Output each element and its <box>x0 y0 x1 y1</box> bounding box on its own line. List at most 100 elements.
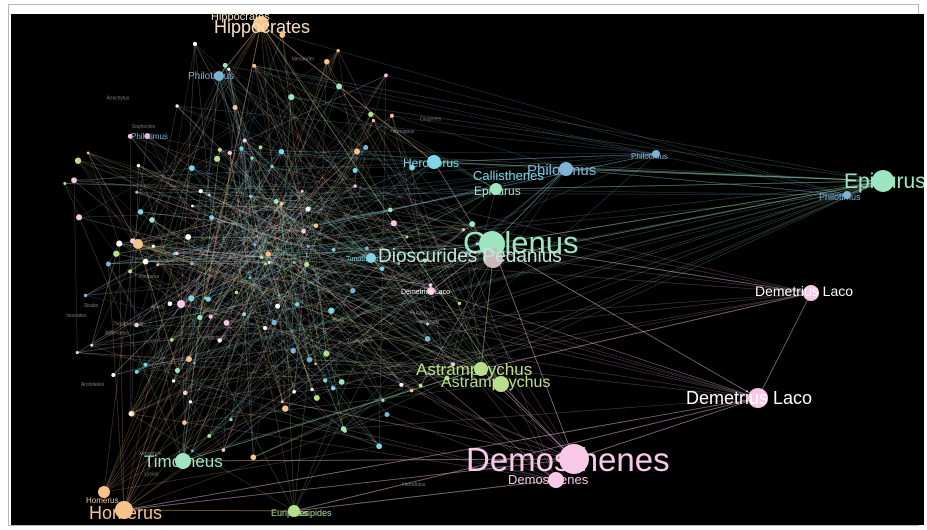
node-81[interactable] <box>273 199 279 204</box>
hub-node-20[interactable] <box>366 253 376 263</box>
node-9[interactable] <box>188 295 195 302</box>
node-88[interactable] <box>253 242 257 247</box>
node-91[interactable] <box>86 151 90 155</box>
node-37[interactable] <box>217 338 222 343</box>
node-6[interactable] <box>390 220 397 227</box>
node-146[interactable] <box>313 395 320 401</box>
node-39[interactable] <box>389 113 394 118</box>
node-72[interactable] <box>457 301 462 306</box>
node-8[interactable] <box>300 189 304 193</box>
node-29[interactable] <box>175 104 179 108</box>
node-77[interactable] <box>252 63 257 68</box>
node-52[interactable] <box>279 32 286 38</box>
hub-node-17[interactable] <box>115 501 133 519</box>
node-59[interactable] <box>198 189 203 194</box>
node-142[interactable] <box>128 269 133 274</box>
node-126[interactable] <box>371 118 376 123</box>
node-67[interactable] <box>451 362 456 367</box>
node-16[interactable] <box>250 454 257 461</box>
node-75[interactable] <box>239 146 244 151</box>
node-80[interactable] <box>75 351 79 355</box>
node-97[interactable] <box>192 41 198 47</box>
node-105[interactable] <box>340 426 347 432</box>
node-149[interactable] <box>175 251 179 256</box>
node-90[interactable] <box>134 322 139 328</box>
node-93[interactable] <box>209 215 215 221</box>
node-65[interactable] <box>292 389 296 394</box>
node-127[interactable] <box>232 105 238 111</box>
node-49[interactable] <box>381 398 385 402</box>
node-110[interactable] <box>368 111 374 118</box>
node-136[interactable] <box>149 217 155 223</box>
node-25[interactable] <box>207 193 211 197</box>
hub-node-7[interactable] <box>843 191 851 199</box>
node-100[interactable] <box>217 147 222 152</box>
node-34[interactable] <box>353 148 360 155</box>
node-131[interactable] <box>156 263 160 267</box>
node-85[interactable] <box>221 448 226 452</box>
hub-node-2[interactable] <box>427 155 441 169</box>
node-78[interactable] <box>323 378 328 383</box>
node-121[interactable] <box>76 214 83 221</box>
hub-node-23[interactable] <box>133 239 143 249</box>
node-22[interactable] <box>188 400 193 404</box>
node-60[interactable] <box>113 250 120 257</box>
node-20[interactable] <box>74 157 82 164</box>
node-83[interactable] <box>363 145 369 151</box>
node-44[interactable] <box>267 261 271 264</box>
node-61[interactable] <box>304 261 310 267</box>
node-139[interactable] <box>306 356 313 363</box>
hub-node-21[interactable] <box>427 287 435 295</box>
node-0[interactable] <box>387 207 393 213</box>
node-43[interactable] <box>305 206 311 212</box>
node-133[interactable] <box>278 148 285 155</box>
node-117[interactable] <box>135 190 139 194</box>
node-28[interactable] <box>172 252 176 256</box>
node-107[interactable] <box>182 390 188 396</box>
node-1[interactable] <box>136 163 141 168</box>
node-119[interactable] <box>465 251 469 255</box>
node-13[interactable] <box>127 133 133 139</box>
node-51[interactable] <box>248 276 251 280</box>
hub-node-19[interactable] <box>288 505 300 517</box>
node-18[interactable] <box>444 375 450 381</box>
node-138[interactable] <box>275 303 281 309</box>
hub-node-4[interactable] <box>652 150 660 158</box>
node-3[interactable] <box>279 201 284 206</box>
node-33[interactable] <box>262 326 268 331</box>
node-101[interactable] <box>292 261 296 264</box>
node-111[interactable] <box>242 138 247 143</box>
hub-node-9[interactable] <box>483 248 503 268</box>
node-106[interactable] <box>185 234 192 240</box>
node-108[interactable] <box>234 290 239 295</box>
node-129[interactable] <box>151 244 156 248</box>
hub-node-13[interactable] <box>493 376 509 392</box>
node-130[interactable] <box>223 319 230 326</box>
node-122[interactable] <box>227 150 232 156</box>
node-64[interactable] <box>313 223 319 228</box>
node-144[interactable] <box>188 165 195 172</box>
node-125[interactable] <box>280 400 284 404</box>
node-5[interactable] <box>105 261 111 267</box>
hub-node-12[interactable] <box>474 362 488 376</box>
node-76[interactable] <box>142 258 149 265</box>
node-86[interactable] <box>191 204 194 208</box>
hub-node-22[interactable] <box>177 300 185 308</box>
node-58[interactable] <box>249 194 253 198</box>
node-123[interactable] <box>376 443 383 450</box>
node-50[interactable] <box>271 320 277 326</box>
node-40[interactable] <box>214 155 221 162</box>
node-30[interactable] <box>324 59 330 65</box>
node-96[interactable] <box>409 164 415 171</box>
node-31[interactable] <box>242 312 246 316</box>
node-69[interactable] <box>264 262 268 266</box>
node-19[interactable] <box>350 287 356 294</box>
hub-node-10[interactable] <box>803 285 819 301</box>
node-84[interactable] <box>336 83 343 90</box>
node-104[interactable] <box>294 302 300 307</box>
node-63[interactable] <box>250 156 254 160</box>
node-10[interactable] <box>258 145 263 150</box>
node-145[interactable] <box>193 361 196 365</box>
node-114[interactable] <box>185 356 192 363</box>
